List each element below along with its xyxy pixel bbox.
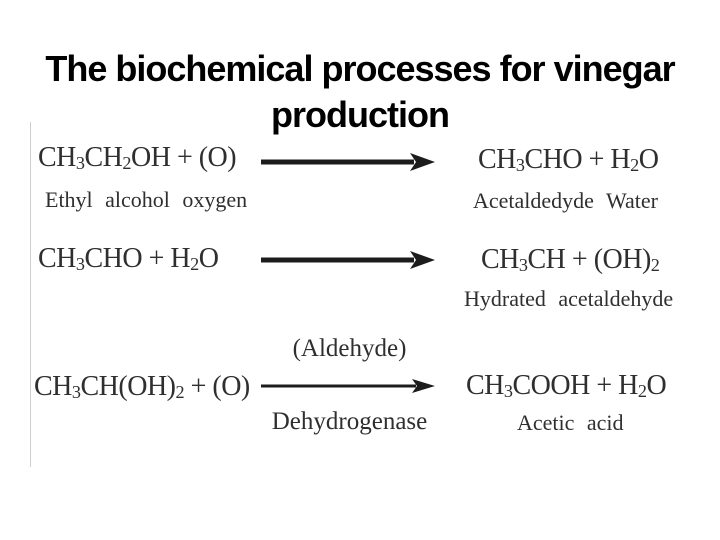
product-caption: Hydrated acetaldehyde (464, 286, 674, 311)
reactant-formula: CH3CH2OH + (O) (38, 142, 237, 174)
right-arrow-icon (261, 150, 436, 174)
reactant-formula: CH3CH(OH)2 + (O) (34, 371, 250, 403)
product-formula: CH3CH + (OH)2 (481, 244, 660, 276)
catalyst-bottom-label: Dehydrogenase (271, 408, 428, 435)
reactant-formula: CH3CHO + H2O (38, 243, 219, 275)
slide-title: The biochemical processes for vinegar pr… (0, 46, 720, 138)
slide-title-line1: The biochemical processes for vinegar (45, 48, 675, 90)
right-arrow-icon (261, 248, 436, 272)
right-arrow-icon (261, 374, 436, 398)
reactant-caption: Ethyl alcohol oxygen (45, 187, 248, 212)
catalyst-top-label: (Aldehyde) (292, 335, 407, 362)
product-formula: CH3CHO + H2O (478, 144, 659, 176)
product-caption: Acetaldedyde Water (473, 188, 659, 213)
image-left-edge (30, 122, 31, 467)
product-caption: Acetic acid (517, 410, 624, 435)
slide-title-line2: production (271, 94, 450, 136)
product-formula: CH3COOH + H2O (466, 370, 667, 402)
